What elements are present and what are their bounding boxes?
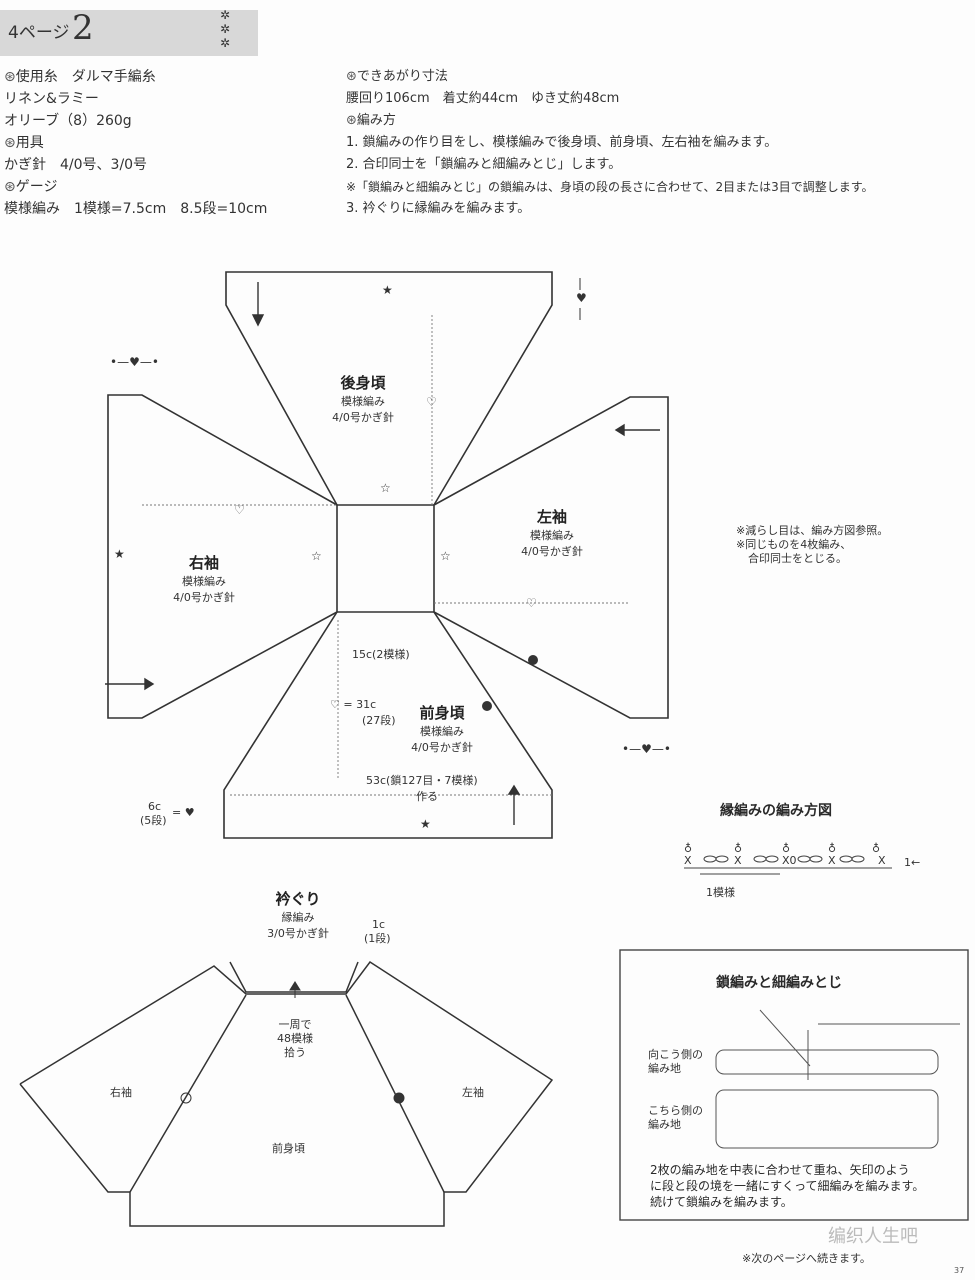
tools-heading: 用具 xyxy=(15,135,44,151)
back-label: 後身頃 模様編み 4/0号かぎ針 xyxy=(332,374,394,424)
svg-text:•—♥—•: •—♥—• xyxy=(622,742,671,756)
step-3: 3. 衿ぐりに縁編みを編みます。 xyxy=(346,201,531,216)
svg-text:♁: ♁ xyxy=(828,842,836,855)
header-stars: ✲ ✲ ✲ xyxy=(220,8,230,50)
svg-text:★: ★ xyxy=(382,283,393,297)
star-icon: ✲ xyxy=(220,36,231,50)
dim-6c-rows: (5段) xyxy=(140,814,167,827)
svg-text:X: X xyxy=(734,854,742,867)
join-description: 2枚の編み地を中表に合わせて重ね、矢印のよう に段と段の境を一緒にすくって細編み… xyxy=(650,1163,925,1209)
flower-bullet-icon: ⊛ xyxy=(346,69,357,84)
tools-value: かぎ針 4/0号、3/0号 xyxy=(4,157,148,173)
header-band xyxy=(0,10,258,56)
page-ref-label: 4ページ xyxy=(8,23,70,43)
collar-left-sleeve: 左袖 xyxy=(462,1086,484,1099)
size-value: 腰回り106cm 着丈約44cm ゆき丈約48cm xyxy=(346,91,620,106)
svg-text:♡: ♡ xyxy=(526,596,537,610)
flower-bullet-icon: ⊛ xyxy=(4,69,16,85)
watermark: 编织人生吧 xyxy=(828,1226,918,1247)
left-sleeve-label: 左袖 模様編み 4/0号かぎ針 xyxy=(521,508,583,558)
svg-text:☆: ☆ xyxy=(440,549,451,563)
near-fabric-label: こちら側の 編み地 xyxy=(648,1104,703,1131)
yarn-name: リネン&ラミー xyxy=(4,91,99,107)
svg-text:X: X xyxy=(684,854,692,867)
join-box-frame xyxy=(619,949,969,1221)
heart-marker-icon: = ♥ xyxy=(172,806,195,819)
step-1: 1. 鎖編みの作り目をし、模様編みで後身頃、前身頃、左右袖を編みます。 xyxy=(346,135,778,150)
front-label: 前身頃 模様編み 4/0号かぎ針 xyxy=(411,704,473,754)
svg-text:♁: ♁ xyxy=(782,842,790,855)
collar-dim-rows: (1段) xyxy=(364,932,391,945)
collar-label: 衿ぐり 縁編み 3/0号かぎ針 xyxy=(267,890,329,940)
right-sleeve-label: 右袖 模様編み 4/0号かぎ針 xyxy=(173,554,235,604)
method-heading: 編み方 xyxy=(356,113,396,128)
pattern-number: 2 xyxy=(72,8,94,48)
continue-note: ※次のページへ続きます。 xyxy=(742,1252,871,1265)
step-note: ※「鎖編みと細編みとじ」の鎖編みは、身頃の段の長さに合わせて、2目または3目で調… xyxy=(346,180,874,194)
page-number: 37 xyxy=(954,1266,965,1275)
far-fabric-label: 向こう側の 編み地 xyxy=(648,1048,703,1075)
star-icon: ✲ xyxy=(220,22,231,36)
svg-text:X0: X0 xyxy=(782,854,797,867)
step-2: 2. 合印同士を「鎖編みと細編みとじ」します。 xyxy=(346,157,622,172)
svg-text:♁: ♁ xyxy=(872,842,880,855)
flower-bullet-icon: ⊛ xyxy=(346,113,357,128)
svg-text:♁: ♁ xyxy=(684,842,692,855)
size-heading: できあがり寸法 xyxy=(356,69,448,84)
yarn-color: オリーブ（8）260g xyxy=(4,113,132,129)
materials-block: ⊛使用糸 ダルマ手編糸 リネン&ラミー オリーブ（8）260g ⊛用具 かぎ針 … xyxy=(4,66,267,220)
dim-31c-rows: (27段) xyxy=(362,714,396,727)
svg-text:★: ★ xyxy=(420,817,431,831)
gauge-value: 模様編み 1模様=7.5cm 8.5段=10cm xyxy=(4,201,268,217)
svg-text:♡: ♡ xyxy=(234,503,245,517)
front-piece-outline xyxy=(223,611,553,839)
svg-text:X: X xyxy=(878,854,886,867)
collar-front: 前身頃 xyxy=(272,1142,305,1155)
svg-text:♥: ♥ xyxy=(576,291,587,305)
gauge-heading: ゲージ xyxy=(15,179,58,195)
yarn-heading: 使用糸 ダルマ手編糸 xyxy=(15,69,156,85)
flower-bullet-icon: ⊛ xyxy=(4,135,16,151)
join-title: 鎖編みと細編みとじ xyxy=(716,975,842,991)
svg-text:♡: ♡ xyxy=(426,395,437,409)
svg-text:X: X xyxy=(828,854,836,867)
instructions-block: ⊛できあがり寸法 腰回り106cm 着丈約44cm ゆき丈約48cm ⊛編み方 … xyxy=(346,66,874,220)
dim-6c: 6c xyxy=(148,800,162,813)
edging-repeat: 1模様 xyxy=(706,886,735,899)
star-icon: ✲ xyxy=(220,8,231,22)
dim-53c: 53c(鎖127目・7模様) xyxy=(366,774,478,787)
svg-text:☆: ☆ xyxy=(311,549,322,563)
flower-bullet-icon: ⊛ xyxy=(4,179,16,195)
svg-text:♁: ♁ xyxy=(734,842,742,855)
dim-make: 作る xyxy=(416,790,438,803)
diagram-notes: ※減らし目は、編み方図参照。 ※同じものを4枚編み、 合印同士をとじる。 xyxy=(736,524,889,565)
edging-title: 縁編みの編み方図 xyxy=(720,803,832,819)
collar-dim: 1c xyxy=(372,918,386,931)
dim-15c: 15c(2模様) xyxy=(352,648,410,661)
svg-text:☆: ☆ xyxy=(380,481,391,495)
edging-row: 1← xyxy=(904,856,921,869)
collar-right-sleeve: 右袖 xyxy=(110,1086,132,1099)
svg-text:★: ★ xyxy=(114,547,125,561)
pick-up-note: 一周で 48模様 拾う xyxy=(277,1018,313,1059)
svg-text:•—♥—•: •—♥—• xyxy=(110,355,159,369)
dim-31c: ♡ = 31c xyxy=(330,698,377,711)
